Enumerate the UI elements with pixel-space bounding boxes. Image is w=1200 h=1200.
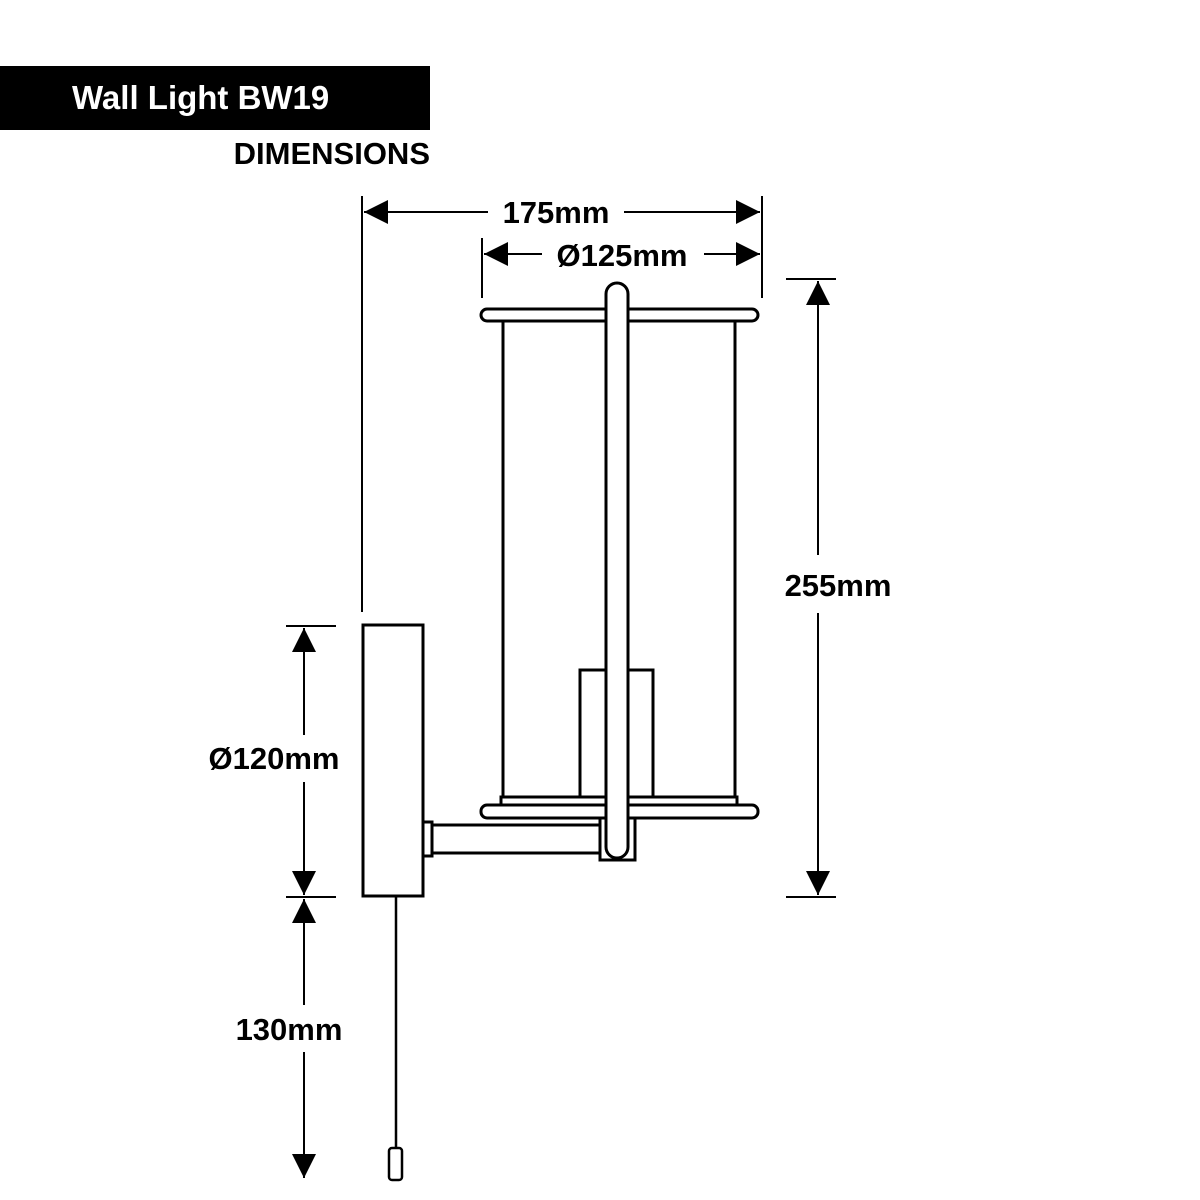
wall-backplate xyxy=(361,623,425,898)
product-title: Wall Light BW19 xyxy=(72,79,330,116)
horizontal-arm xyxy=(428,823,610,855)
label-shade-diameter: Ø125mm xyxy=(557,238,688,273)
section-subtitle: DIMENSIONS xyxy=(233,136,430,171)
label-pull-cord-length: 130mm xyxy=(236,1012,343,1047)
title-bar: Wall Light BW19 xyxy=(0,66,430,130)
label-overall-width: 175mm xyxy=(503,195,610,230)
wall-light-outline xyxy=(361,281,760,1182)
label-height: 255mm xyxy=(785,568,892,603)
vertical-rod xyxy=(604,281,630,860)
label-backplate-diameter: Ø120mm xyxy=(209,741,340,776)
dimension-lines xyxy=(286,196,836,1178)
pull-cord-handle xyxy=(387,1146,404,1182)
